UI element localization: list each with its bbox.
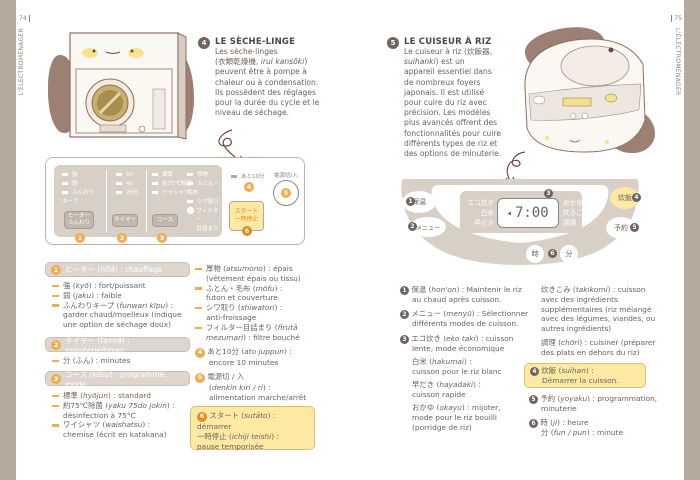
course-leds-b: 厚物 ふとん・毛布 シワ取り フィルター 目詰まり (187, 172, 220, 232)
legend-timer-header: 2 タイマー (taimā) : minuterie/timer (45, 336, 190, 355)
menu-button[interactable]: メニュー (410, 217, 446, 237)
dryer-control-panel: 強 弱 ふんわり キープ 60 40 20分 標準 約75℃除菌 ワイシャツ 厚… (45, 157, 305, 245)
legend-menu: 2 メニュー (menyū) : Sélectionner différents… (400, 309, 528, 329)
timer-leds: 60 40 20分 (116, 171, 139, 198)
section-intro: Les sèche-linges (衣類乾燥機, irui kansōki) p… (215, 47, 320, 118)
section-number-badge: 4 (198, 37, 210, 49)
page-number-right: 75 (671, 15, 682, 22)
badge-2: 2 (408, 222, 417, 231)
section-intro: Le cuiseur à riz (炊飯器, suihanki) est un … (404, 47, 502, 159)
power-label: 電源切/入 (274, 173, 298, 179)
timer-button[interactable]: 予約 (606, 217, 636, 239)
modes-left: エコ炊き 白米 早だき (467, 199, 494, 227)
badge-4: 4 (244, 182, 254, 192)
minute-button[interactable]: 分 (560, 245, 578, 263)
legend-course-items: 標準 (hyōjun) : standard 約75℃除菌 (yaku 75do… (52, 391, 175, 440)
legend-course-items-b: 厚物 (atsumono) : épais (vêtement épais ou… (195, 264, 301, 342)
heater-leds: 強 弱 ふんわり キープ (62, 172, 95, 205)
legend-heater-header: 1 ヒーター (hītā) : chauffage (45, 262, 190, 277)
legend-timer: 5 予約 (yoyaku) : programmation, minuterie (529, 394, 657, 414)
course-button[interactable]: コース (152, 214, 178, 227)
filter-indicator-icon (187, 207, 194, 214)
course-leds-a: 標準 約75℃除菌 ワイシャツ (152, 171, 192, 198)
timer-button[interactable]: タイマー (112, 214, 138, 227)
legend-porridge: おかゆ (okayu) : mijoter, mode pour le riz … (412, 403, 501, 432)
power-button[interactable]: 5 (273, 180, 299, 206)
legend-hour-minute: 6 時 (ji) : heure 分 (fun / pun) : minute (529, 418, 623, 438)
legend-mixed: 炊きこみ (takikomi) : cuisson avec des ingré… (541, 285, 656, 334)
legend-timer-item: 分 (ふん) : minutes (52, 356, 130, 366)
section-title: LE CUISEUR À RIZ (404, 37, 492, 47)
rice-cooker-control-panel: 保温 1 メニュー 2 エコ炊き 白米 早だき ◀ 7:00 3 おかゆ 炊きこ… (400, 177, 641, 267)
legend-course-header: 3 コース (kōsu) : programme, mode (45, 370, 190, 389)
right-page-edge (684, 0, 700, 480)
badge-2: 2 (117, 233, 127, 243)
dryer-illustration (48, 25, 194, 143)
time-display: ◀ 7:00 (497, 198, 559, 228)
heater-button[interactable]: ヒーター ふんわり (64, 211, 94, 229)
legend-remaining: 4 あと10分 (ato juppun) : encore 10 minutes (195, 347, 292, 368)
triangle-left-icon: ◀ (507, 209, 511, 217)
section-title: LE SÈCHE-LINGE (215, 37, 296, 47)
remaining-indicator: あと10分 (231, 172, 265, 180)
keep-warm-button[interactable]: 保温 (402, 191, 436, 213)
legend-heater-items: 強 (kyō) : fort/puissant 弱 (jaku) : faibl… (52, 281, 182, 330)
legend-cook-highlight: 4 炊飯 (suihan) : Démarrer la cuisson. (524, 363, 646, 388)
badge-6: 6 (548, 249, 557, 258)
badge-5: 5 (630, 223, 639, 232)
legend-white-rice: 白米 (hakumai) : cuisson pour le riz blanc (412, 357, 502, 376)
legend-cooking: 調理 (chōri) : cuisiner (préparer des plat… (541, 338, 656, 357)
cook-button[interactable]: 炊飯 (610, 187, 640, 209)
rice-cooker-illustration (515, 18, 655, 158)
badge-1: 1 (75, 233, 85, 243)
legend-eco: 3 エコ炊き (eko taki) : cuisson lente, mode … (400, 334, 513, 354)
badge-3: 3 (157, 233, 167, 243)
section-4-header: 4 LE SÈCHE-LINGE Les sèche-linges (衣類乾燥機… (198, 37, 319, 118)
legend-quick: 早だき (hayadaki) : cuisson rapide (412, 380, 481, 399)
modes-right: おかゆ 炊きこみ 調理 (563, 199, 590, 227)
badge-5: 5 (281, 188, 291, 198)
legend-keep-warm: 1 保温 (hon'on) : Maintenir le riz au chau… (400, 285, 522, 305)
page-number-left: 74 (19, 15, 30, 22)
spine-label-left: L'ÉLECTROMÉNAGER (18, 28, 25, 96)
badge-4: 4 (632, 193, 641, 202)
spine-label-right: L'ÉLECTROMÉNAGER (674, 28, 681, 96)
badge-3: 3 (544, 189, 553, 198)
legend-power: 5 電源切 / 入 (denkin kiri / ri) : alimentat… (195, 372, 306, 403)
section-5-header: 5 LE CUISEUR À RIZ Le cuiseur à riz (炊飯器… (387, 37, 501, 159)
badge-1: 1 (406, 197, 415, 206)
legend-start-highlight: 6 スタート (sutāto) : démarrer 一時停止 (ichiji … (190, 406, 315, 451)
hour-button[interactable]: 時 (526, 245, 544, 263)
dryer-panel-settings: 強 弱 ふんわり キープ 60 40 20分 標準 約75℃除菌 ワイシャツ 厚… (54, 165, 222, 237)
badge-6: 6 (242, 226, 252, 236)
left-page-edge (0, 0, 16, 480)
section-number-badge: 5 (387, 37, 399, 49)
